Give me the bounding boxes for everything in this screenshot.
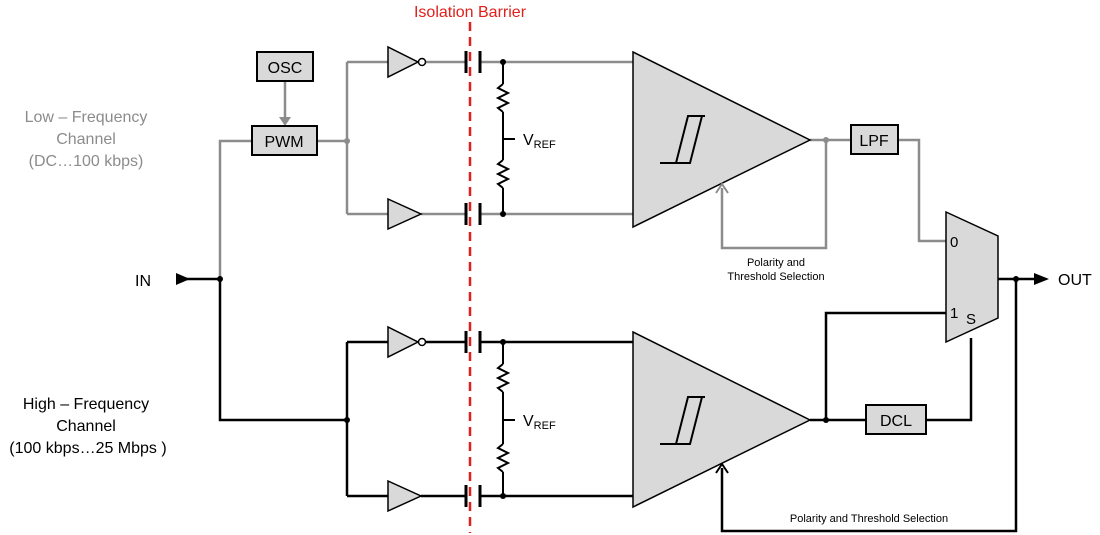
hysteresis-icon — [676, 115, 703, 164]
hysteresis-icon — [660, 115, 705, 164]
junction-dot — [500, 339, 506, 345]
hysteresis-icon — [660, 396, 705, 445]
junction-dot — [1013, 276, 1019, 282]
osc-to-pwm-arrow — [279, 117, 291, 126]
mux-input-0-label: 0 — [950, 234, 958, 251]
junction-dot — [823, 417, 829, 423]
output-label: OUT — [1058, 272, 1092, 289]
feedback-label-high: Polarity and Threshold Selection — [790, 513, 948, 525]
high-channel-label: High – Frequency — [23, 396, 149, 413]
high-channel-label-3: (100 kbps…25 Mbps ) — [9, 440, 166, 457]
osc-block: OSC — [256, 51, 314, 82]
input-arrow — [176, 273, 190, 285]
mux-select-label: S — [966, 311, 976, 328]
junction-dot — [344, 417, 350, 423]
vref-label-low: VREF — [523, 132, 556, 151]
high-inverting-driver — [387, 325, 420, 359]
high-channel-label-2: Channel — [56, 418, 116, 435]
high-resistor-divider — [495, 342, 515, 496]
junction-dot — [500, 59, 506, 65]
lpf-label: LPF — [859, 133, 889, 150]
isolation-barrier-label: Isolation Barrier — [414, 4, 527, 21]
high-capacitor-bottom — [464, 485, 482, 507]
low-inverting-driver — [387, 45, 420, 79]
inversion-bubble — [417, 337, 427, 347]
junction-dot — [344, 138, 350, 144]
dcl-block: DCL — [865, 404, 927, 435]
low-buffer-driver — [387, 197, 423, 231]
junction-dot — [823, 137, 829, 143]
inversion-bubble — [417, 57, 427, 67]
output-arrow — [1034, 273, 1049, 285]
low-channel-label-2: Channel — [56, 131, 116, 148]
feedback-label-low: Polarity and — [747, 257, 805, 269]
low-capacitor-top — [464, 51, 482, 73]
vref-label-high: VREF — [523, 413, 556, 432]
input-label: IN — [135, 273, 151, 290]
high-capacitor-top — [464, 331, 482, 353]
low-resistor-divider — [495, 62, 515, 214]
junction-dot — [500, 211, 506, 217]
osc-label: OSC — [268, 60, 303, 77]
pwm-label: PWM — [264, 134, 303, 151]
feedback-arrow-low — [715, 182, 729, 194]
junction-dot — [217, 276, 223, 282]
feedback-label-low-2: Threshold Selection — [727, 271, 824, 283]
low-channel-label-3: (DC…100 kbps) — [29, 153, 144, 170]
low-capacitor-bottom — [464, 203, 482, 225]
low-frequency-channel — [218, 60, 946, 279]
hysteresis-icon — [676, 396, 703, 445]
low-channel-label: Low – Frequency — [25, 109, 148, 126]
output-multiplexer: 0 1 S — [945, 210, 999, 344]
feedback-arrow-high — [715, 462, 729, 474]
dcl-label: DCL — [880, 413, 912, 430]
pwm-block: PWM — [251, 125, 318, 156]
high-buffer-driver — [387, 479, 423, 513]
junction-dot — [500, 493, 506, 499]
lpf-block: LPF — [850, 124, 899, 155]
mux-input-1-label: 1 — [950, 305, 958, 322]
